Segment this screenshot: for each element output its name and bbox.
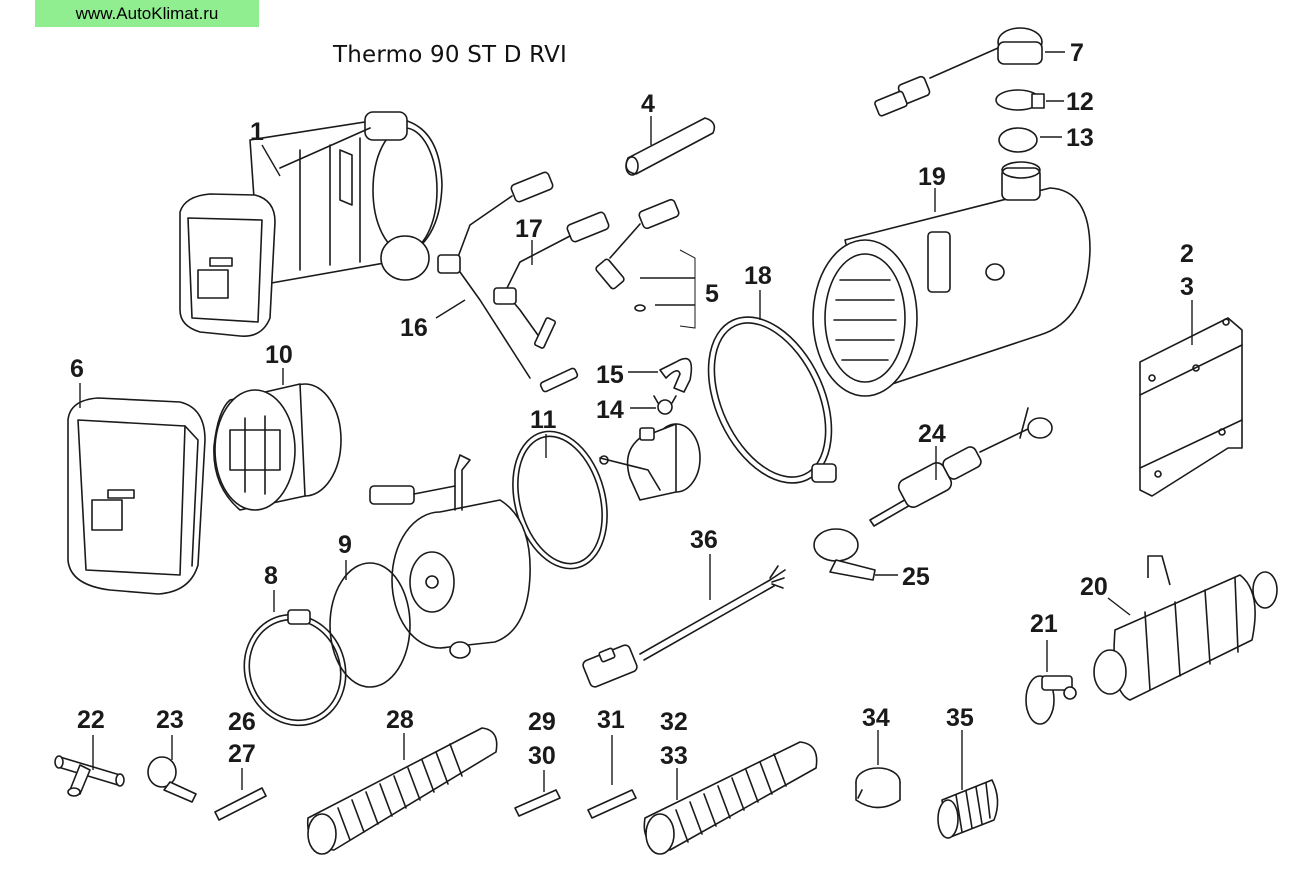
part-cable-with-plug: [582, 565, 786, 688]
label-22: 22: [77, 706, 105, 734]
label-24: 24: [918, 420, 946, 448]
part-p-clip: [147, 756, 197, 803]
label-19: 19: [918, 163, 946, 191]
part-o-ring-small: [998, 127, 1038, 153]
part-o-ring-fan: [329, 562, 411, 688]
label-4: 4: [641, 90, 655, 118]
label-23: 23: [156, 706, 184, 734]
label-2: 2: [1180, 240, 1194, 268]
part-large-clamp-band: [707, 316, 837, 484]
label-34: 34: [862, 704, 890, 732]
part-small-clip: [653, 395, 677, 415]
label-13: 13: [1066, 124, 1094, 152]
label-36: 36: [690, 526, 718, 554]
part-burner-insert: [213, 383, 342, 511]
part-dosing-pump: [869, 407, 1053, 527]
part-temperature-sensor: [874, 27, 1043, 117]
part-flex-hose-28: [306, 727, 498, 855]
part-small-hose-clamp: [995, 89, 1045, 111]
part-mounting-plate: [1139, 317, 1243, 497]
part-flex-hose-32-33: [643, 741, 818, 855]
label-8: 8: [264, 562, 278, 590]
part-elbow-hose: [659, 357, 693, 393]
label-5: 5: [705, 280, 719, 308]
part-front-cover: [67, 397, 206, 595]
part-gasket-ring: [512, 430, 608, 570]
part-sleeve: [855, 767, 901, 809]
part-flex-hose-35: [937, 779, 999, 839]
label-25: 25: [902, 563, 930, 591]
label-33: 33: [660, 742, 688, 770]
label-20: 20: [1080, 573, 1108, 601]
part-exhaust-clamp: [1025, 675, 1077, 725]
label-31: 31: [597, 706, 625, 734]
part-pipe-31: [587, 789, 637, 819]
label-18: 18: [744, 262, 772, 290]
part-pipe-29-30: [514, 789, 561, 817]
label-12: 12: [1066, 88, 1094, 116]
label-28: 28: [386, 706, 414, 734]
label-16: 16: [400, 314, 428, 342]
label-9: 9: [338, 531, 352, 559]
part-pump-clip: [813, 528, 876, 581]
label-30: 30: [528, 742, 556, 770]
label-32: 32: [660, 708, 688, 736]
part-exhaust-silencer: [1093, 555, 1278, 701]
label-6: 6: [70, 355, 84, 383]
diagram-title: Thermo 90 ST D RVI: [333, 42, 568, 68]
part-hose-clamp: [243, 609, 347, 727]
part-pipe-26-27: [214, 787, 267, 821]
label-11: 11: [530, 406, 557, 434]
label-21: 21: [1030, 610, 1058, 638]
label-3: 3: [1180, 273, 1194, 301]
label-14: 14: [596, 396, 624, 424]
part-combustion-fan: [369, 454, 531, 659]
label-17: 17: [515, 215, 543, 243]
part-heat-exchanger: [812, 161, 1091, 397]
label-15: 15: [596, 361, 624, 389]
label-1: 1: [250, 118, 264, 146]
part-hose-piece: [625, 117, 716, 176]
part-cable-harness: [437, 171, 610, 393]
part-glow-plug-holder: [599, 423, 701, 501]
watermark[interactable]: www.AutoKlimat.ru: [35, 0, 259, 27]
label-29: 29: [528, 708, 556, 736]
label-10: 10: [265, 341, 293, 369]
label-26: 26: [228, 708, 256, 736]
label-35: 35: [946, 704, 974, 732]
label-7: 7: [1070, 39, 1084, 67]
part-heater-assembly: [179, 111, 443, 337]
part-connector-set: [595, 198, 696, 329]
part-tee-connector: [54, 755, 125, 797]
label-27: 27: [228, 740, 256, 768]
